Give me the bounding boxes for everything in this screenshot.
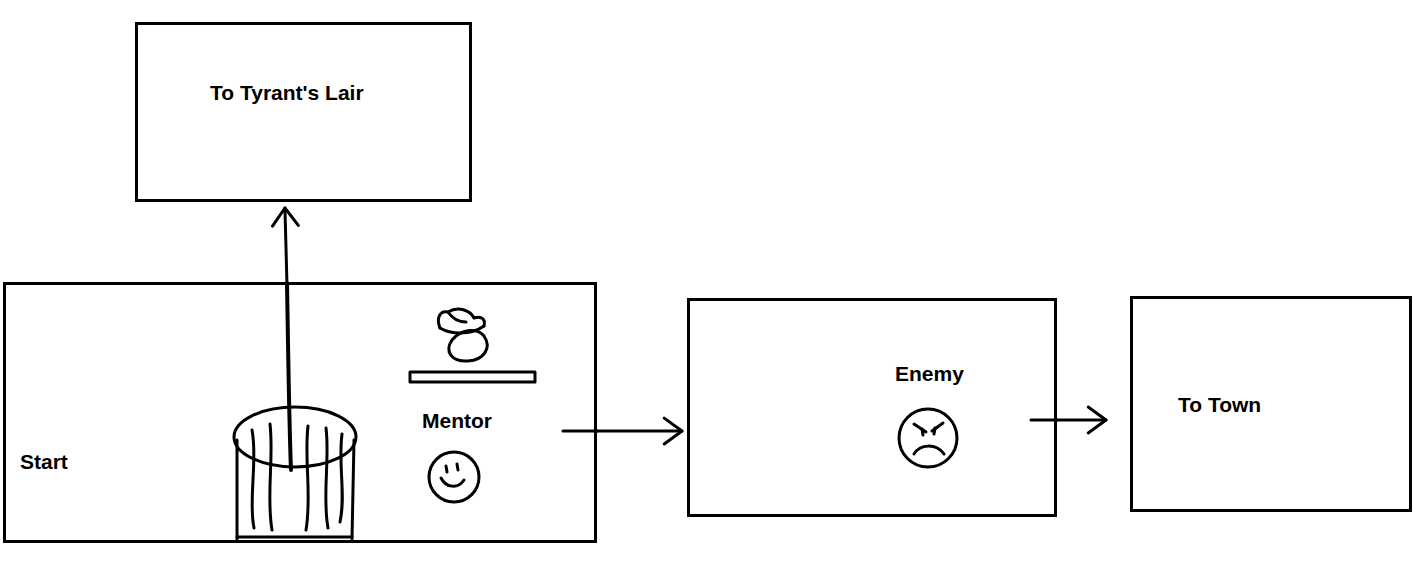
arrow-line <box>1056 418 1106 421</box>
label-holder: Mentor <box>422 409 492 433</box>
flow-arrow <box>272 208 298 283</box>
area-box: Enemy <box>687 298 1057 517</box>
label-holder: Start <box>20 450 68 474</box>
arrow-stub <box>563 430 597 433</box>
arrow-head <box>1088 407 1106 433</box>
arrow-line <box>285 208 287 283</box>
arrow-head <box>272 208 298 226</box>
label-holder: Enemy <box>895 362 964 386</box>
arrow-head <box>664 418 682 444</box>
area-label: Start <box>20 450 68 474</box>
smiley-face <box>429 452 479 502</box>
area-label: To Town <box>1178 393 1261 417</box>
label-holder: To Town <box>1178 393 1261 417</box>
area-box: Start Mentor <box>3 282 597 543</box>
area-label: To Tyrant's Lair <box>210 81 364 105</box>
hat-figure <box>410 309 535 382</box>
angry-face <box>899 409 957 467</box>
area-label: Enemy <box>895 362 964 386</box>
flow-arrow <box>1056 407 1106 433</box>
arrow-line <box>596 430 682 433</box>
arrow-stub <box>1031 419 1057 422</box>
flow-arrow <box>596 418 682 444</box>
label-holder: To Tyrant's Lair <box>210 81 364 105</box>
character-label: Mentor <box>422 409 492 433</box>
area-box: To Town <box>1130 296 1412 512</box>
area-box: To Tyrant's Lair <box>135 22 472 202</box>
well-cylinder <box>234 283 356 539</box>
